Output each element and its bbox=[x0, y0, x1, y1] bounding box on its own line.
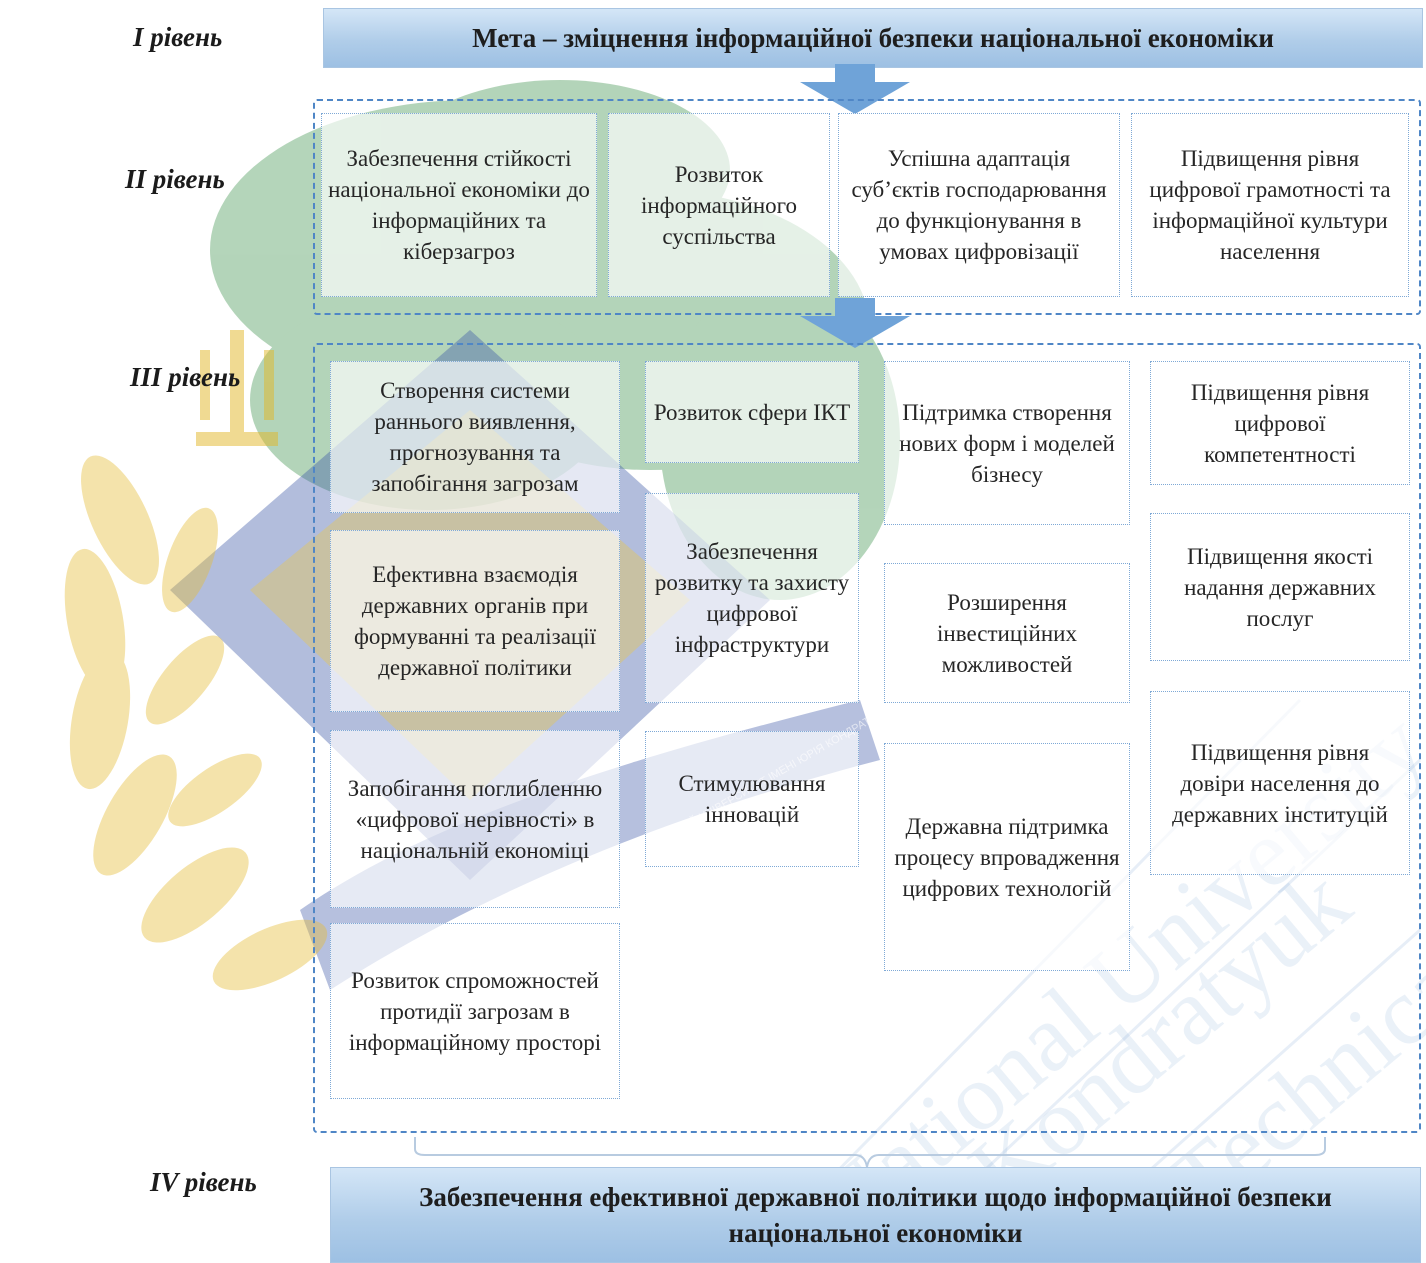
level-3-col4-box-3: Підвищення рівня довіри населення до дер… bbox=[1150, 691, 1410, 875]
level-3-col2-box-1: Розвиток сфери ІКТ bbox=[645, 361, 859, 463]
level-3-label: III рівень bbox=[130, 362, 241, 392]
level-3-col1-box-1: Створення системи раннього виявлення, пр… bbox=[330, 361, 620, 513]
level-2-box-1: Забезпечення стійкості національної екон… bbox=[321, 113, 597, 297]
level-3-col1-box-2: Ефективна взаємодія державних органів пр… bbox=[330, 530, 620, 712]
goal-banner: Мета – зміцнення інформаційної безпеки н… bbox=[323, 8, 1423, 68]
level-3-region bbox=[313, 343, 1421, 1133]
arrow-down-icon bbox=[800, 64, 910, 114]
level-3-col4-box-2: Підвищення якості надання державних посл… bbox=[1150, 513, 1410, 661]
level-1-label: I рівень bbox=[133, 22, 223, 52]
level-3-col2-box-2: Забезпечення розвитку та захисту цифрово… bbox=[645, 493, 859, 703]
level-4-label: IV рівень bbox=[150, 1167, 257, 1197]
level-3-col1-box-3: Запобігання поглибленню «цифрової нерівн… bbox=[330, 730, 620, 908]
level-3-col2-box-3: Стимулювання інновацій bbox=[645, 731, 859, 867]
level-2-box-2: Розвиток інформаційного суспільства bbox=[608, 113, 830, 297]
level-3-col4-box-1: Підвищення рівня цифрової компетентності bbox=[1150, 361, 1410, 485]
level-2-box-4: Підвищення рівня цифрової грамотності та… bbox=[1131, 113, 1409, 297]
level-2-box-3: Успішна адаптація суб’єктів господарюван… bbox=[838, 113, 1120, 297]
final-banner: Забезпечення ефективної державної політи… bbox=[330, 1167, 1421, 1263]
level-3-col3-box-1: Підтримка створення нових форм і моделей… bbox=[884, 361, 1130, 525]
arrow-down-icon bbox=[800, 298, 910, 348]
level-3-col3-box-2: Розширення інвестиційних можливостей bbox=[884, 563, 1130, 703]
level-2-label: II рівень bbox=[125, 164, 225, 194]
level-3-col3-box-3: Державна підтримка процесу впровадження … bbox=[884, 743, 1130, 971]
level-3-col1-box-4: Розвиток спроможностей протидії загрозам… bbox=[330, 923, 620, 1099]
